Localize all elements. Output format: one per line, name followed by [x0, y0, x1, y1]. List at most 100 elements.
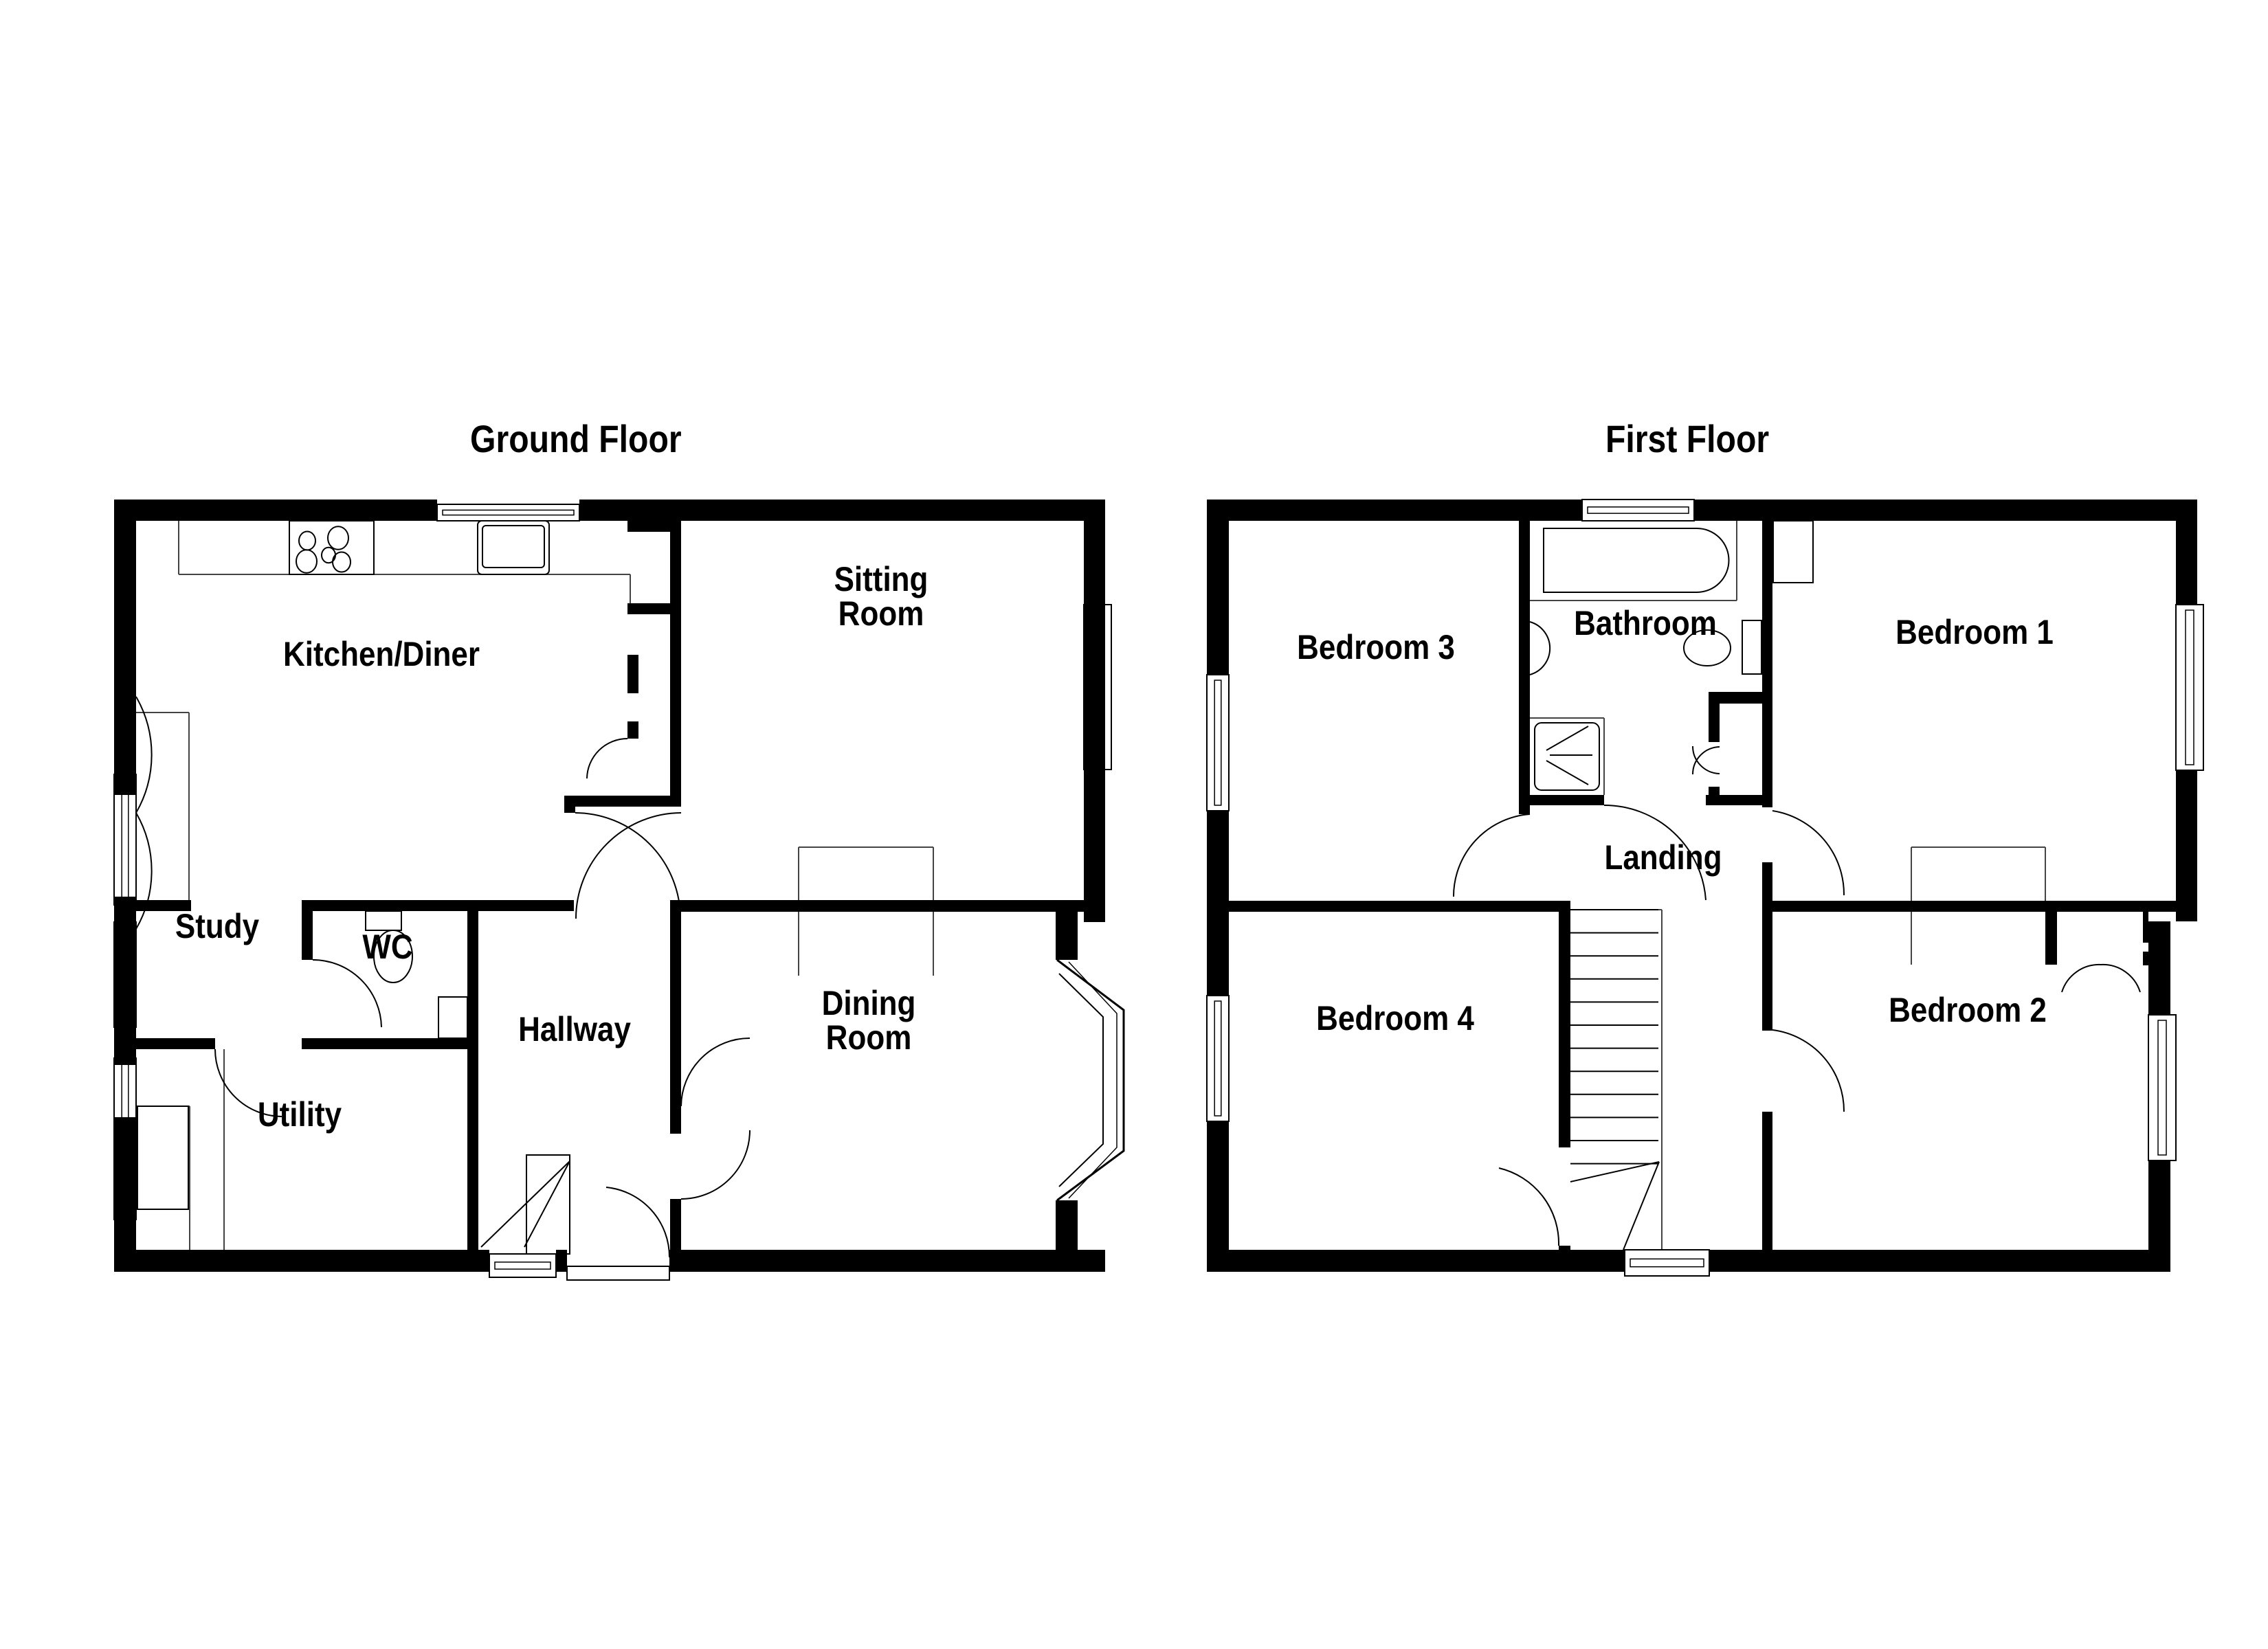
wall: [564, 796, 627, 807]
room-label-hallway: Hallway: [518, 1012, 631, 1046]
room-label-line: Study: [175, 907, 260, 945]
wall: [1084, 776, 1105, 922]
shower-tray-icon: [1534, 722, 1600, 791]
room-label-bedroom-1: Bedroom 1: [1895, 615, 2054, 649]
stair-winder: [480, 1160, 570, 1248]
window-glass: [1630, 1258, 1704, 1268]
wall: [670, 521, 681, 803]
door-swing-arc: [1603, 804, 1706, 901]
wall: [627, 603, 670, 614]
room-label-landing: Landing: [1604, 840, 1722, 875]
stair-winder: [524, 1160, 570, 1248]
wall: [2176, 770, 2197, 921]
room-label-line: Utility: [257, 1095, 342, 1134]
wall: [313, 900, 574, 911]
door-swing-arc: [2100, 963, 2141, 993]
bath-icon: [1543, 528, 1730, 593]
understair-cupboard: [526, 1154, 570, 1255]
window-glass: [442, 509, 575, 516]
door-swing-arc: [575, 812, 682, 919]
room-label-bedroom-4: Bedroom 4: [1316, 1001, 1474, 1035]
window-icon: [1624, 1249, 1710, 1277]
front-door-step: [566, 1266, 670, 1281]
room-label-wc: WC: [362, 930, 412, 964]
window-icon: [1206, 674, 1230, 811]
room-label-utility: Utility: [258, 1097, 342, 1132]
wall: [1694, 500, 2197, 521]
room-label-line: Landing: [1604, 838, 1722, 877]
window-glass: [1587, 506, 1689, 514]
floor-title-ground: Ground Floor: [470, 417, 682, 460]
shower-line: [1546, 760, 1589, 785]
door-swing-arc: [1452, 814, 1531, 897]
wall: [1207, 500, 1582, 521]
window-icon: [2148, 1014, 2177, 1161]
bathroom-basin-icon: [1529, 621, 1551, 675]
bay-window-inner: [1058, 973, 1104, 1187]
room-label-bathroom: Bathroom: [1574, 606, 1717, 640]
window-glass: [494, 1261, 551, 1270]
wall: [627, 655, 638, 693]
floor-title-first: First Floor: [1605, 417, 1770, 460]
wall: [2143, 952, 2148, 965]
room-label-line: WC: [362, 928, 413, 966]
wall: [467, 900, 478, 1250]
wall: [2045, 912, 2057, 965]
wall: [1056, 1200, 1078, 1250]
window-glass: [2157, 1020, 2167, 1156]
wall: [1709, 692, 1762, 704]
wall: [564, 796, 575, 813]
wall: [114, 500, 136, 795]
door-swing-arc: [680, 1037, 751, 1107]
stair-winder: [1570, 1161, 1660, 1182]
window-glass: [2185, 609, 2194, 765]
room-label-line: Kitchen/Diner: [282, 635, 480, 673]
window-icon: [2175, 604, 2204, 771]
wall: [1762, 1112, 1772, 1250]
room-label-bedroom-3: Bedroom 3: [1297, 630, 1455, 664]
door-swing-arc: [586, 738, 628, 779]
wall: [1762, 862, 1772, 1031]
window-icon: [489, 1253, 557, 1278]
wall: [1519, 521, 1530, 814]
wall: [114, 1117, 136, 1272]
wc-toilet-icon: [373, 930, 413, 983]
room-label-line: Bedroom 4: [1316, 999, 1474, 1037]
door-swing-arc: [2061, 963, 2102, 993]
room-label-line: Room: [838, 594, 924, 633]
room-label-line: Bedroom 3: [1297, 628, 1455, 666]
wall: [302, 1038, 467, 1049]
wall: [114, 1250, 467, 1272]
wall: [681, 900, 1095, 912]
window-glass: [1214, 680, 1222, 806]
wall: [1709, 787, 1720, 795]
bay-window-glass: [1068, 961, 1118, 1199]
wall: [669, 1250, 1105, 1272]
room-label-bedroom-2: Bedroom 2: [1889, 993, 2047, 1027]
toilet-cistern-icon: [1742, 620, 1762, 675]
wall: [1530, 795, 1604, 805]
room-label-line: Sitting: [834, 560, 929, 598]
wall: [1762, 521, 1772, 807]
door-swing-arc: [214, 1048, 282, 1117]
bay-window-outer: [1056, 958, 1125, 1202]
wall: [627, 721, 638, 739]
wall: [1229, 901, 1570, 912]
wall: [670, 900, 681, 1134]
window-icon: [1581, 499, 1695, 521]
wall: [2143, 912, 2148, 943]
door-swing-arc: [1772, 1029, 1845, 1112]
wall: [136, 1038, 215, 1049]
door-swing-arc: [135, 812, 153, 930]
window-icon: [113, 774, 137, 906]
wall: [1207, 1250, 1625, 1272]
wall: [1559, 1246, 1570, 1250]
wall: [467, 1250, 489, 1272]
hob-burner-icon: [298, 530, 316, 551]
wall: [627, 796, 681, 807]
room-label-line: Hallway: [518, 1010, 631, 1048]
door-swing-arc: [135, 696, 153, 814]
wall: [1207, 811, 1229, 996]
sink-icon: [477, 520, 550, 575]
